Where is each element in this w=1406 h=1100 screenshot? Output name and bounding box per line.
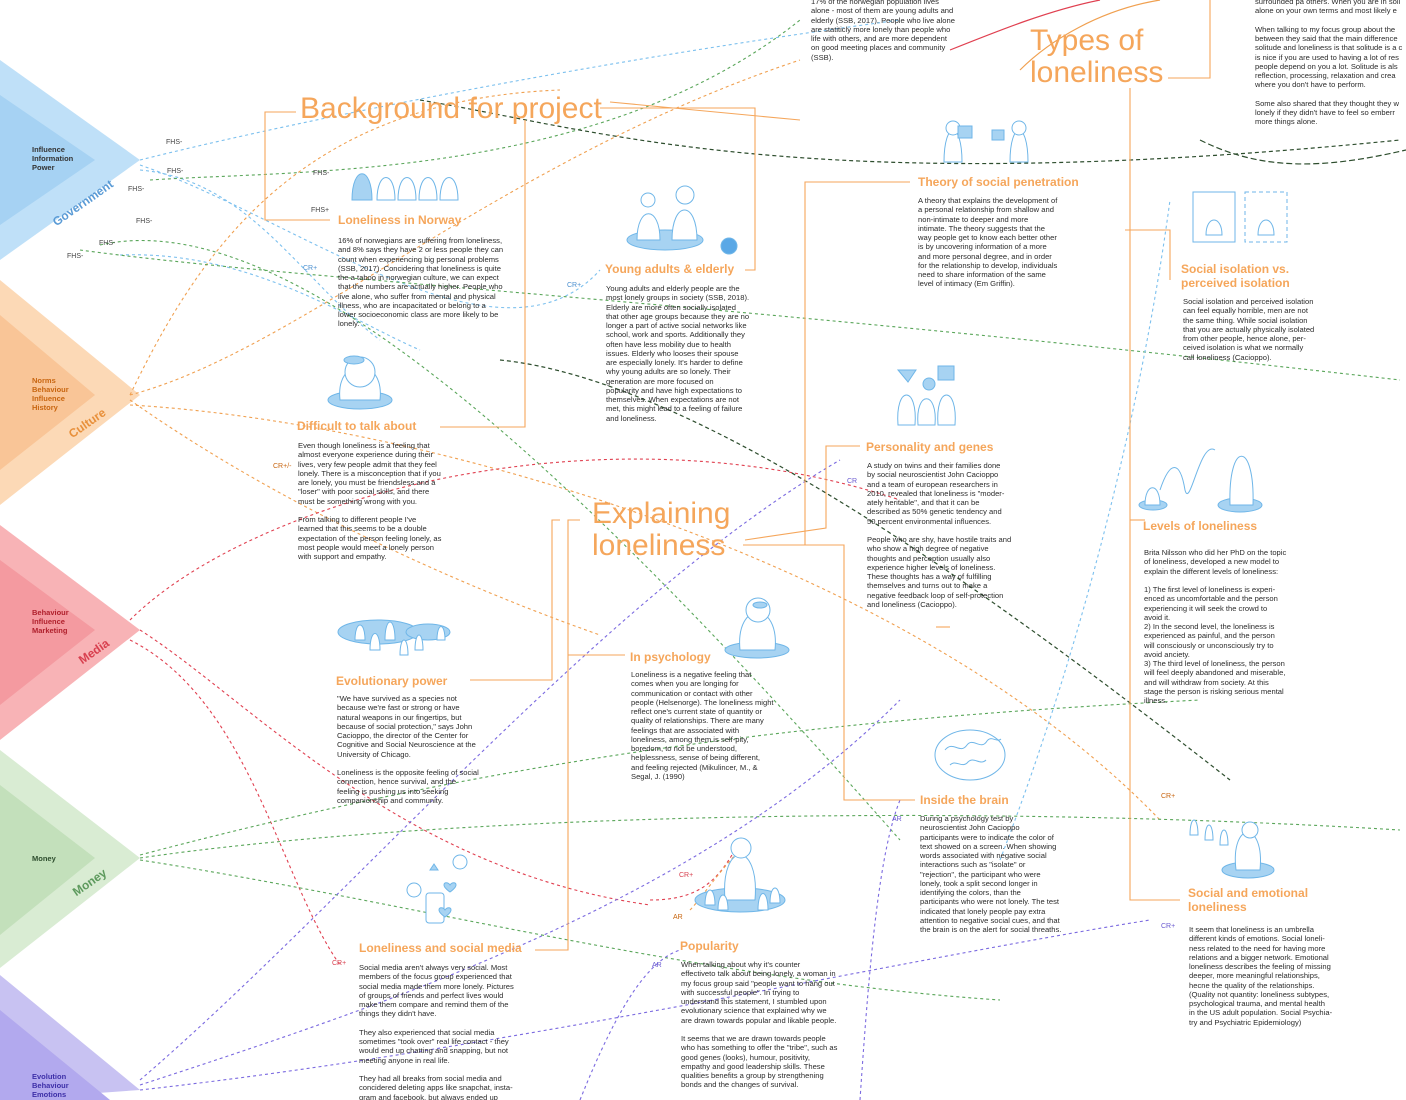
popularity-text: When talking about why it's counter effe… [681,960,838,1090]
tag-cr: CR+ [1161,923,1176,930]
evolution-text: "We have survived as a species not becau… [337,694,479,805]
popularity-group-illustration [694,837,786,913]
tag-cr: CR+ [303,265,318,272]
media-triangle [0,525,140,740]
evolution-keywords: Evolution Behaviour Emotions [32,1072,69,1099]
tag-cr: CR+ [567,282,582,289]
young-elderly-title: Young adults & elderly [605,262,735,276]
government-keywords: Influence Information Power [32,145,74,172]
top-middle-text: 17% of the norwegian population lives al… [811,0,955,62]
brain-illustration [934,729,1006,781]
personality-figures-illustration [896,365,956,426]
culture-triangle [0,280,140,505]
levels-illustration [1138,448,1263,513]
difficult-text: Even though loneliness is a feeling that… [298,441,442,561]
background-title: Background for project [300,92,602,125]
isolation-text: Social isolation and perceived isolation… [1183,297,1315,362]
emotional-title: Social and emotional loneliness [1188,886,1309,915]
evolution-group-illustration [337,619,451,656]
young-elderly-text: Young adults and elderly people are the … [606,284,750,423]
tag-fhs: FHS- [167,168,184,175]
tag-cr: CR+/- [273,463,292,470]
tag-cr: CR+ [1161,793,1176,800]
levels-text: Brita Nilsson who did her PhD on the top… [1144,548,1287,705]
personality-title: Personality and genes [866,440,994,454]
tag-fhs: FHS- [313,170,330,177]
penetration-text: A theory that explains the development o… [918,196,1058,289]
tag-fhs: FHS- [166,139,183,146]
tag-cr: CR+ [679,872,694,879]
types-title: Types of loneliness [1030,24,1164,89]
top-right-text: surrounded på others. When you are in so… [1255,0,1403,127]
difficult-title: Difficult to talk about [297,419,417,433]
difficult-person-illustration [327,355,393,410]
penetration-figures-illustration [943,120,1029,163]
emotional-text: It seem that loneliness is an umbrella d… [1189,925,1333,1027]
culture-keywords: Norms Behaviour Influence History [32,376,69,412]
explaining-title: Explaining loneliness [592,497,731,562]
tag-ar: AR [652,962,662,969]
money-keywords: Money [32,854,56,863]
social-media-title: Loneliness and social media [359,941,522,955]
personality-text: A study on twins and their families done… [867,461,1012,609]
norway-text: 16% of norwegians are suffering from lon… [338,236,504,329]
brain-title: Inside the brain [920,793,1009,807]
media-keywords: Behaviour Influence Marketing [32,608,69,635]
tag-fhs: FHS+ [311,207,330,214]
tag-cr: CR [847,478,858,485]
social-media-text: Social media aren't always very social. … [359,963,514,1100]
levels-title: Levels of loneliness [1143,519,1258,533]
tag-fhs: FHS- [67,253,84,260]
tag-fhs: FHS- [99,240,116,247]
psychology-text: Loneliness is a negative feeling that co… [631,670,774,781]
tag-cr: CR+ [332,960,347,967]
evolution-title: Evolutionary power [336,674,448,688]
social-media-illustration [406,854,468,924]
norway-figures-illustration [351,173,459,201]
psychology-title: In psychology [630,650,711,664]
isolation-illustration [1192,191,1288,243]
government-triangle [0,60,140,260]
evolution-triangle [0,975,140,1100]
norway-title: Loneliness in Norway [338,213,462,227]
tag-ar: AR [673,914,683,921]
money-triangle [0,750,140,968]
popularity-title: Popularity [680,939,739,953]
tag-fhs: FHS- [128,186,145,193]
brain-text: During a psychology test by neuroscienti… [920,814,1062,934]
isolation-title: Social isolation vs. perceived isolation [1181,262,1290,291]
tag-fhs: FHS- [136,218,153,225]
psychology-person-illustration [724,597,790,659]
penetration-title: Theory of social penetration [918,175,1079,189]
emotional-illustration [1189,819,1275,879]
young-elderly-illustration [626,185,738,255]
tag-ar: AR [892,816,902,823]
